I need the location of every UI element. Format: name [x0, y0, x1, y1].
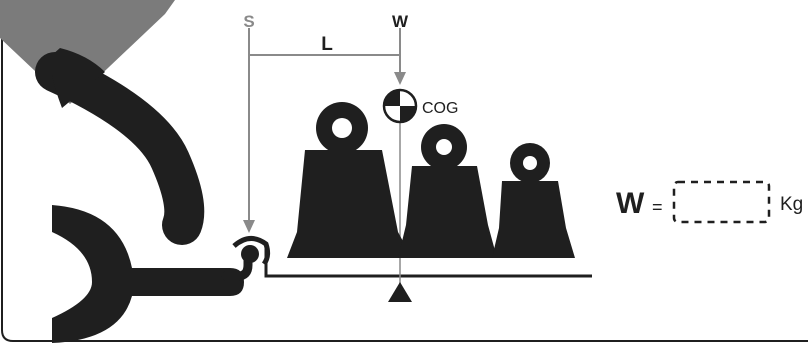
support-label: S [243, 12, 254, 31]
crane-arm-tip [52, 48, 105, 108]
load-beam [264, 244, 592, 278]
distance-label: L [321, 34, 333, 55]
fulcrum-triangle-icon [388, 282, 412, 302]
equation-variable: W [616, 187, 645, 220]
weight-top-label: W [392, 12, 409, 31]
kettlebell-weight-icon [492, 143, 575, 258]
kettlebell-weight-icon [398, 124, 497, 258]
equation-equals: = [652, 197, 663, 217]
crane-arm [35, 52, 205, 245]
forklift-fork-icon [52, 205, 244, 343]
support-line [243, 28, 255, 233]
unit-label: Kg [780, 194, 803, 215]
weight-input-box[interactable] [672, 180, 771, 224]
center-of-gravity-icon [382, 88, 418, 124]
center-of-gravity-label: COG [422, 100, 458, 117]
kettlebell-weight-icon [287, 102, 412, 258]
weight-line [394, 28, 406, 290]
